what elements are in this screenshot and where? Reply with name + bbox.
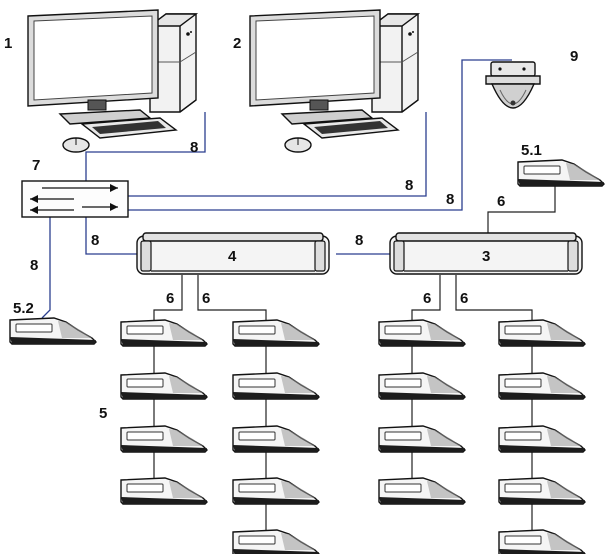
device-unit4-b2	[232, 372, 320, 400]
device-5-1	[517, 159, 605, 187]
network-cables	[41, 59, 512, 319]
device-unit4-a4	[120, 477, 208, 505]
device-unit3-a1	[378, 319, 466, 347]
label-cable-8-device: 8	[30, 257, 38, 274]
device-unit4-a1	[120, 319, 208, 347]
device-unit3-b3	[498, 425, 586, 453]
computer-2	[249, 9, 419, 153]
device-unit4-a2	[120, 372, 208, 400]
device-unit3-b5	[498, 529, 586, 554]
label-cable-6-unit3-a: 6	[423, 290, 431, 307]
label-devices-5: 5	[99, 405, 107, 422]
device-unit4-b3	[232, 425, 320, 453]
label-device-5-1: 5.1	[521, 142, 542, 159]
label-cable-6-unit4-a: 6	[166, 290, 174, 307]
dome-camera	[485, 61, 541, 109]
label-cable-8-unit4: 8	[91, 232, 99, 249]
device-unit3-a3	[378, 425, 466, 453]
device-5-2	[9, 317, 97, 345]
label-device-5-2: 5.2	[13, 300, 34, 317]
label-unit-4: 4	[228, 248, 237, 265]
computer-1	[27, 9, 197, 153]
label-cable-6-unit4-b: 6	[202, 290, 210, 307]
label-cable-8-pc1: 8	[190, 139, 198, 156]
label-unit-3: 3	[482, 248, 490, 265]
device-unit4-b4	[232, 477, 320, 505]
device-unit4-b1	[232, 319, 320, 347]
device-unit3-b2	[498, 372, 586, 400]
label-switch: 7	[32, 157, 40, 174]
label-computer-2: 2	[233, 35, 241, 52]
device-unit3-b4	[498, 477, 586, 505]
device-unit3-b1	[498, 319, 586, 347]
network-switch	[21, 180, 129, 218]
device-cables	[153, 186, 556, 530]
device-unit3-a4	[378, 477, 466, 505]
label-computer-1: 1	[4, 35, 12, 52]
device-unit4-a3	[120, 425, 208, 453]
device-unit3-a2	[378, 372, 466, 400]
label-cable-8-camera: 8	[446, 191, 454, 208]
label-cable-6-unit3-b: 6	[460, 290, 468, 307]
label-cable-8-units: 8	[355, 232, 363, 249]
label-cable-8-pc2: 8	[405, 177, 413, 194]
label-cable-6-device51: 6	[497, 193, 505, 210]
label-camera: 9	[570, 48, 578, 65]
device-unit4-b5	[232, 529, 320, 554]
